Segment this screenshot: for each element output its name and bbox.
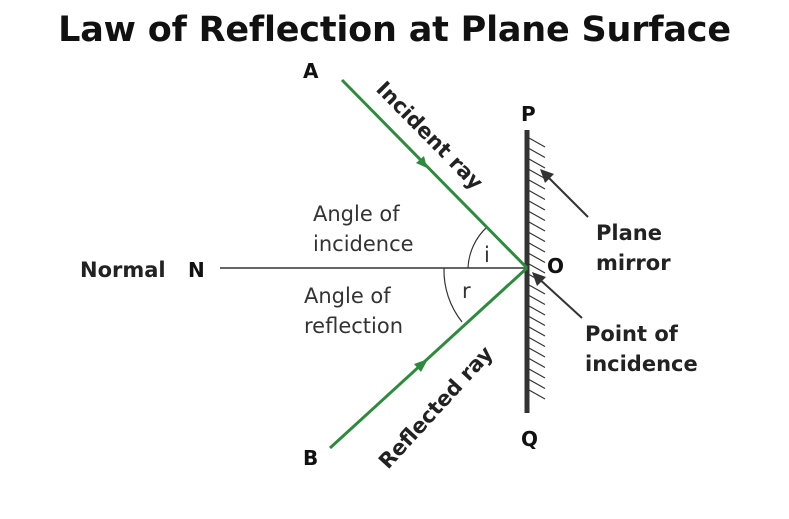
- incident-ray-arrow: [416, 156, 427, 168]
- mirror-hatch-mark: [528, 336, 546, 348]
- angle-i-label: i: [484, 243, 490, 267]
- plane-mirror-label-line1: Plane: [596, 221, 662, 245]
- mirror-hatch-mark: [528, 147, 546, 159]
- mirror-hatch-mark: [528, 231, 546, 243]
- point-of-incidence-pointer-arrowhead: [532, 272, 546, 286]
- point-of-incidence-label-line1: Point of: [585, 322, 679, 346]
- mirror-hatch-mark: [528, 189, 546, 201]
- point-b-label: B: [303, 446, 318, 470]
- angle-incidence-label-line2: incidence: [313, 232, 414, 256]
- mirror-hatch-mark: [528, 347, 546, 358]
- point-of-incidence-label-line2: incidence: [585, 352, 698, 376]
- incident-ray-label: Incident ray: [371, 77, 488, 195]
- plane-mirror-label-line2: mirror: [596, 251, 671, 275]
- mirror-hatch-mark: [528, 158, 546, 169]
- angle-r-label: r: [462, 279, 471, 303]
- mirror-hatch-mark: [528, 263, 546, 274]
- reflected-ray: [328, 266, 529, 450]
- reflected-ray-label: Reflected ray: [374, 341, 498, 473]
- mirror-hatch-mark: [528, 326, 546, 337]
- mirror-hatch-mark: [528, 378, 546, 390]
- point-n-label: N: [188, 258, 205, 282]
- angle-r-arc: [443, 267, 463, 323]
- angle-reflection-label-line2: reflection: [304, 314, 403, 338]
- angle-reflection-label-line1: Angle of: [304, 284, 391, 308]
- mirror-hatch-mark: [528, 252, 546, 264]
- mirror-hatch-mark: [528, 137, 546, 148]
- plane-mirror-pointer: [542, 171, 589, 218]
- point-a-label: A: [303, 59, 319, 83]
- point-p-label: P: [521, 102, 536, 126]
- mirror-hatch-mark: [528, 200, 546, 211]
- mirror-hatch-mark: [528, 210, 546, 222]
- angle-i-arc: [467, 226, 488, 269]
- point-q-label: Q: [521, 427, 538, 451]
- plane-mirror-pointer-arrowhead: [540, 169, 554, 183]
- diagram-title: Law of Reflection at Plane Surface: [58, 10, 731, 50]
- mirror-hatch-mark: [528, 242, 546, 253]
- angle-incidence-label-line1: Angle of: [313, 202, 400, 226]
- mirror-hatch-mark: [528, 221, 546, 232]
- mirror-hatch-mark: [528, 294, 546, 306]
- mirror-hatch-mark: [528, 179, 546, 190]
- normal-label: Normal: [80, 258, 166, 282]
- mirror-hatch-mark: [528, 357, 546, 369]
- point-o-label: O: [547, 254, 564, 278]
- mirror-hatch-mark: [528, 305, 546, 316]
- mirror-hatch-mark: [528, 389, 546, 400]
- point-of-incidence-pointer: [535, 275, 583, 319]
- reflected-ray-arrow: [414, 359, 428, 372]
- mirror-hatch-mark: [528, 368, 546, 379]
- mirror-hatch-mark: [528, 315, 546, 327]
- mirror-hatch-mark: [528, 284, 546, 295]
- mirror-hatch-mark: [528, 168, 546, 180]
- mirror-hatching: [528, 137, 546, 400]
- incident-ray: [340, 78, 529, 270]
